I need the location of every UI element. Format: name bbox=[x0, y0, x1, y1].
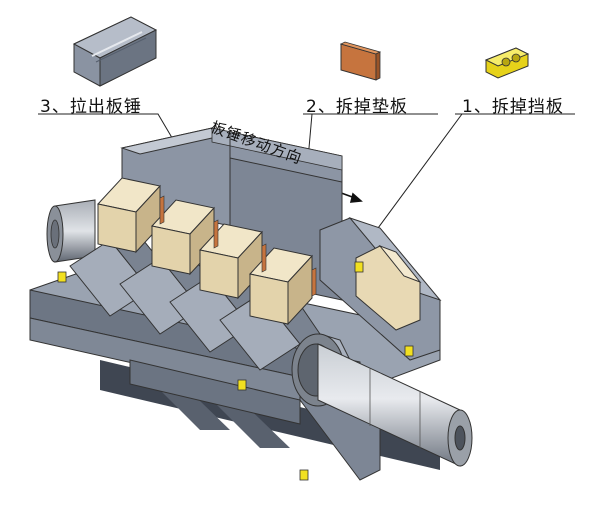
hammer-plate-icon bbox=[72, 16, 158, 87]
hammer-block bbox=[199, 223, 263, 300]
hammer-block bbox=[151, 199, 215, 276]
step1-label: 1、拆掉挡板 bbox=[462, 97, 564, 117]
hammer-block bbox=[249, 247, 313, 326]
step3-label: 3、拉出板锤 bbox=[40, 97, 142, 117]
pad-plates bbox=[159, 195, 317, 297]
baffle-icon bbox=[484, 47, 530, 79]
left-shaft bbox=[46, 199, 96, 263]
baffle-markers bbox=[57, 261, 414, 481]
hammer-blocks bbox=[97, 177, 313, 326]
hammer-block bbox=[97, 177, 161, 254]
step2-label: 2、拆掉垫板 bbox=[306, 97, 408, 117]
right-shaft bbox=[291, 333, 473, 467]
pad-plate-icon bbox=[339, 41, 382, 81]
